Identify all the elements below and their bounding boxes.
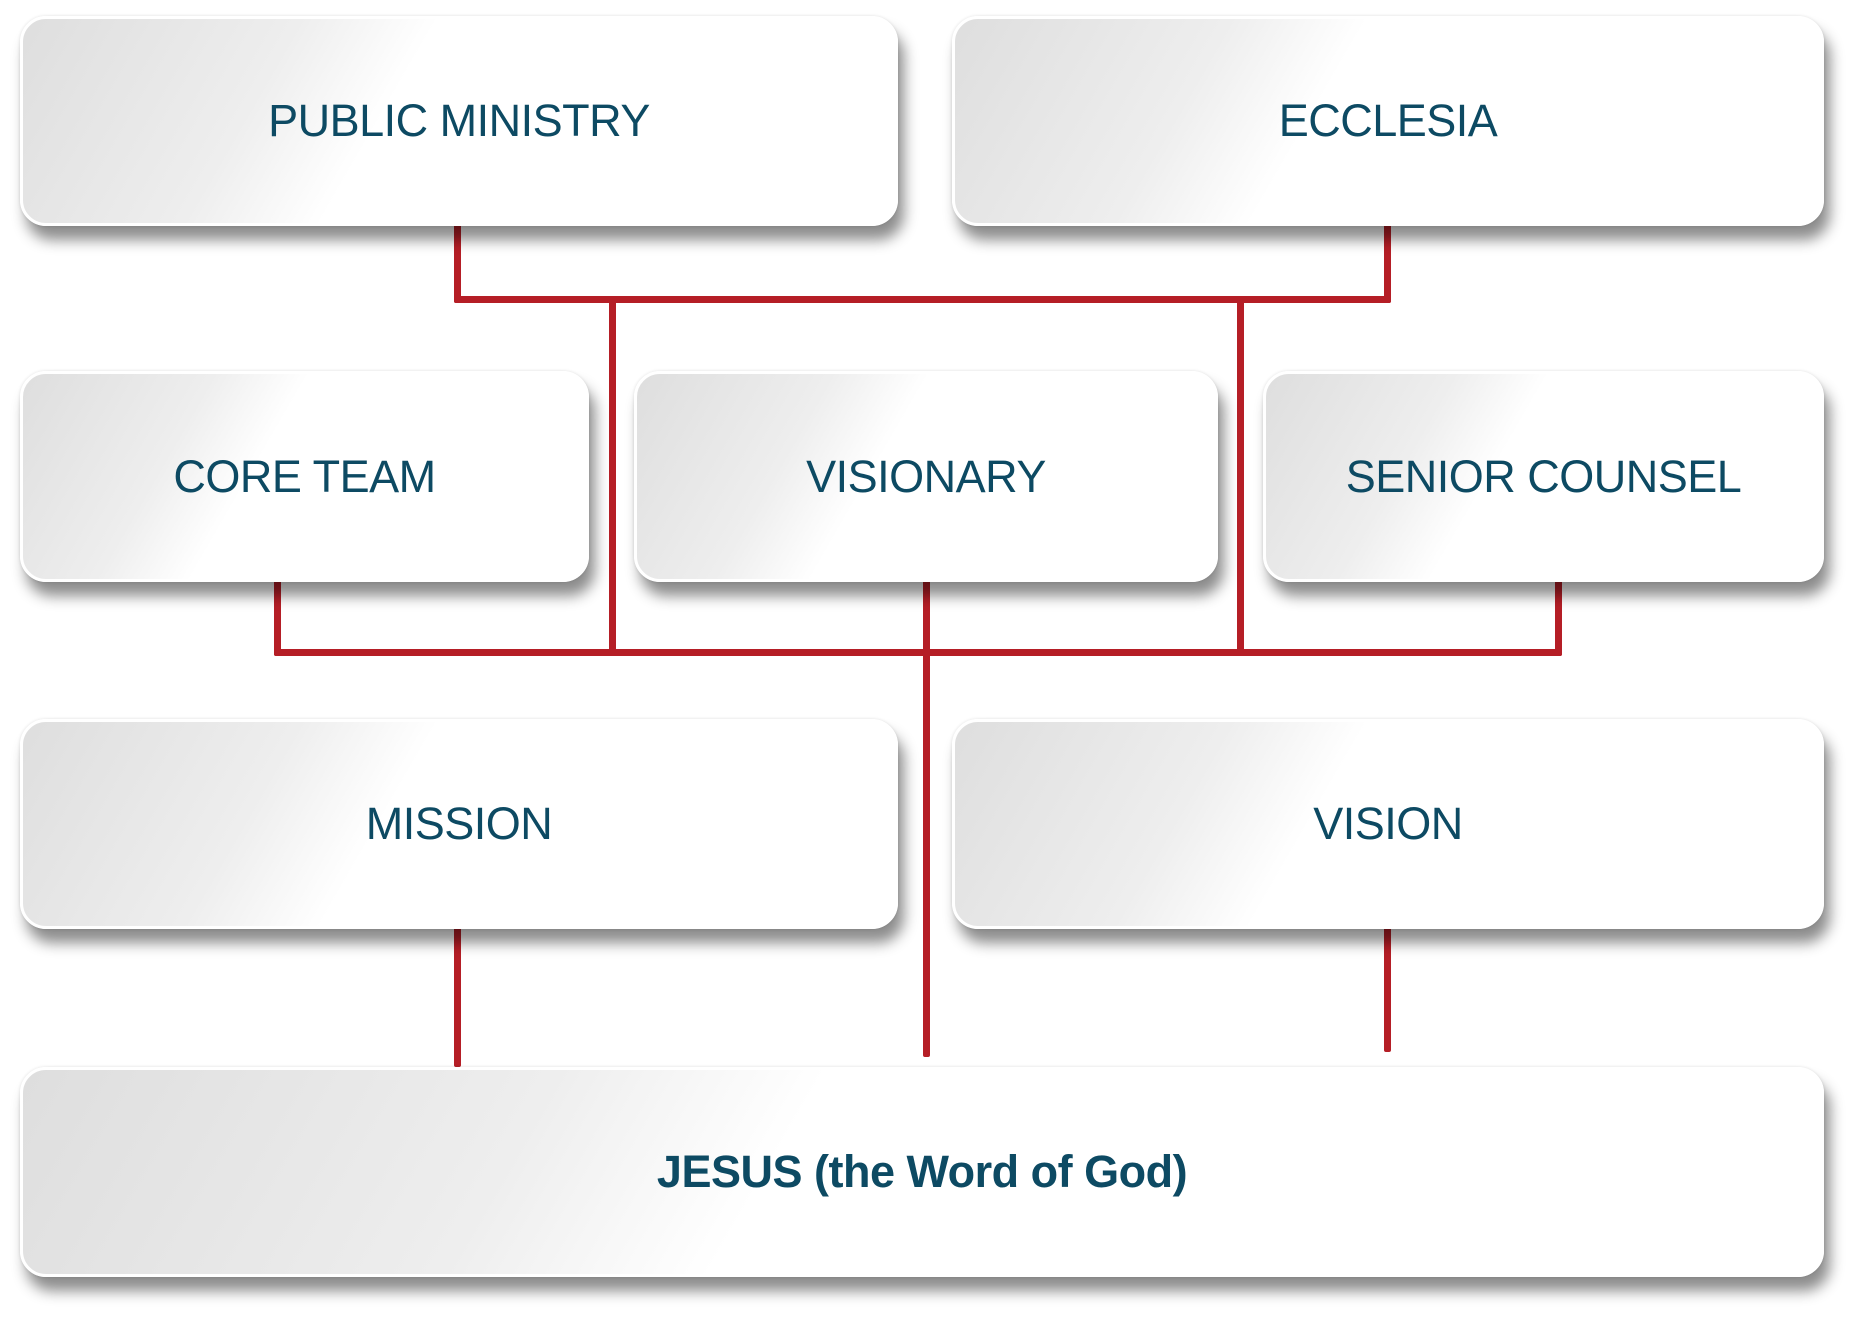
node-visionary: VISIONARY bbox=[634, 371, 1218, 582]
connector-top-bus bbox=[454, 296, 1391, 303]
node-senior-counsel: SENIOR COUNSEL bbox=[1263, 371, 1824, 582]
node-label: PUBLIC MINISTRY bbox=[268, 95, 650, 146]
node-core-team: CORE TEAM bbox=[20, 371, 589, 582]
connector-ecclesia-drop bbox=[1384, 224, 1391, 303]
node-label: VISIONARY bbox=[806, 450, 1046, 502]
node-ecclesia: ECCLESIA bbox=[952, 16, 1824, 226]
connector-senior-counsel-drop bbox=[1555, 580, 1562, 656]
connector-core-team-drop bbox=[274, 580, 281, 656]
node-public-ministry: PUBLIC MINISTRY bbox=[20, 16, 898, 226]
node-label: SENIOR COUNSEL bbox=[1345, 450, 1742, 502]
node-mission: MISSION bbox=[20, 719, 898, 929]
node-label: JESUS (the Word of God) bbox=[656, 1146, 1188, 1197]
node-label: ECCLESIA bbox=[1278, 95, 1498, 146]
node-vision: VISION bbox=[952, 719, 1824, 929]
connector-vision-to-jesus bbox=[1384, 927, 1391, 1052]
node-label: MISSION bbox=[365, 798, 553, 849]
connector-left-riser bbox=[609, 296, 616, 656]
node-label: VISION bbox=[1313, 798, 1463, 849]
connector-visionary-to-jesus bbox=[923, 580, 930, 1057]
connector-right-riser bbox=[1237, 296, 1244, 656]
connector-middle-bus bbox=[274, 649, 1562, 656]
node-label: CORE TEAM bbox=[173, 450, 436, 502]
connector-mission-to-jesus bbox=[454, 927, 461, 1067]
connector-public-ministry-drop bbox=[454, 224, 461, 303]
node-jesus: JESUS (the Word of God) bbox=[20, 1067, 1824, 1277]
